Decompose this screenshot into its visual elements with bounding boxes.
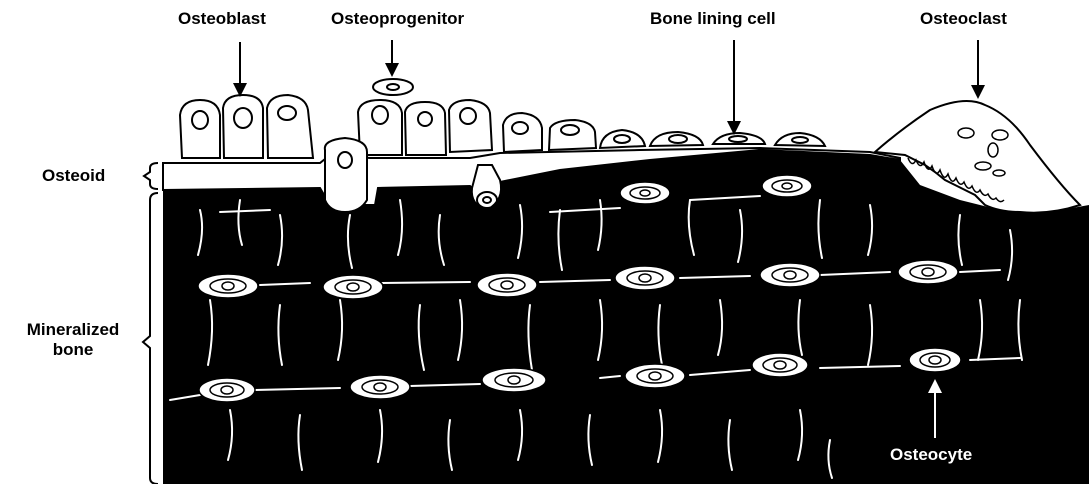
osteoclast-label: Osteoclast bbox=[920, 9, 1007, 29]
osteocyte-cell bbox=[477, 273, 537, 297]
osteoblast-cell bbox=[449, 100, 492, 152]
osteocyte-cell bbox=[323, 275, 383, 299]
osteocyte-label: Osteocyte bbox=[890, 445, 972, 465]
osteoblast-cell bbox=[503, 113, 542, 152]
mineralized-bone-label: Mineralized bone bbox=[8, 320, 138, 360]
osteoblast-cell bbox=[405, 102, 446, 155]
mineralized-bone-label-line1: Mineralized bbox=[8, 320, 138, 340]
bone-lining-cell bbox=[775, 133, 825, 146]
osteoprogenitor-cell bbox=[373, 79, 413, 95]
osteocyte-cell bbox=[898, 260, 958, 284]
osteocyte-cell bbox=[199, 378, 255, 402]
osteocyte-cell bbox=[615, 266, 675, 290]
osteoid-bracket bbox=[144, 163, 158, 189]
osteoblast-cells bbox=[180, 95, 596, 158]
osteoprogenitor-cell bbox=[472, 165, 501, 210]
osteoblast-cell bbox=[549, 120, 596, 150]
bone-lining-cell bbox=[713, 133, 765, 144]
flattening-cell bbox=[600, 130, 645, 148]
osteocyte-cell bbox=[625, 364, 685, 388]
mineralized-bone-label-line2: bone bbox=[8, 340, 138, 360]
osteoblast-label: Osteoblast bbox=[178, 9, 266, 29]
osteocyte-cell bbox=[620, 182, 670, 204]
osteoblast-cell bbox=[267, 95, 313, 158]
osteoprogenitor-cell bbox=[325, 138, 367, 212]
osteocyte-cell bbox=[350, 375, 410, 399]
osteocyte-cell bbox=[198, 274, 258, 298]
flattening-cell bbox=[650, 132, 703, 146]
osteoblast-cell bbox=[180, 100, 220, 158]
osteocyte-cell bbox=[909, 348, 961, 372]
osteocyte-cell bbox=[762, 175, 812, 197]
osteocyte-cell bbox=[482, 368, 546, 392]
osteoblast-cell bbox=[223, 95, 263, 158]
osteocyte-cell bbox=[752, 353, 808, 377]
mineralized-bone-bracket bbox=[143, 193, 158, 484]
osteoprogenitor-label: Osteoprogenitor bbox=[331, 9, 464, 29]
region-brackets bbox=[143, 163, 158, 484]
osteocyte-cell bbox=[760, 263, 820, 287]
transitional-cells bbox=[600, 130, 825, 148]
osteoid-label: Osteoid bbox=[42, 166, 105, 186]
bone-lining-cell-label: Bone lining cell bbox=[650, 9, 776, 29]
